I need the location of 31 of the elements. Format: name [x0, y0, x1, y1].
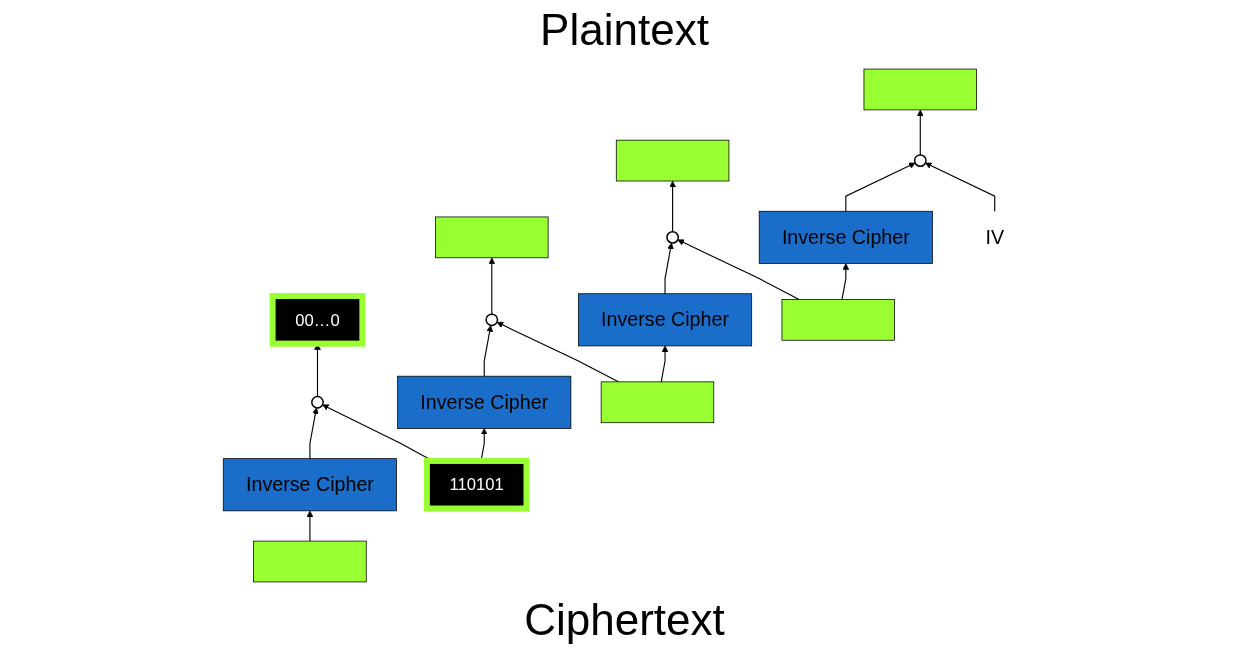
- arrow: [488, 257, 495, 315]
- node-bar: [781, 298, 895, 341]
- node-bar: [615, 139, 729, 181]
- node-text: IV: [984, 225, 1004, 248]
- node-box: 110101: [423, 457, 530, 512]
- node-box: 00…0: [269, 292, 365, 347]
- arrow: [660, 345, 668, 382]
- arrow: [663, 242, 674, 294]
- arrow: [840, 262, 849, 300]
- arrow: [496, 321, 619, 382]
- arrow: [308, 407, 319, 459]
- arrow: [306, 510, 313, 542]
- node-box: Inverse Cipher: [758, 210, 933, 264]
- arrow: [483, 324, 493, 377]
- arrow: [916, 109, 924, 155]
- arrow: [668, 180, 676, 232]
- node-box: Inverse Cipher: [396, 375, 571, 429]
- caption: Ciphertext: [524, 594, 725, 646]
- node-box: Inverse Cipher: [222, 457, 397, 511]
- title: Plaintext: [540, 4, 709, 56]
- node-bar: [600, 381, 714, 423]
- node-circle: [665, 230, 679, 244]
- node-bar: [863, 68, 977, 110]
- arrow: [844, 162, 915, 212]
- node-circle: [484, 312, 498, 326]
- node-circle: [913, 153, 927, 167]
- node-bar: [434, 216, 548, 258]
- node-bar: [252, 540, 367, 582]
- node-box: Inverse Cipher: [577, 292, 752, 346]
- arrow: [924, 162, 995, 212]
- node-circle: [310, 395, 324, 409]
